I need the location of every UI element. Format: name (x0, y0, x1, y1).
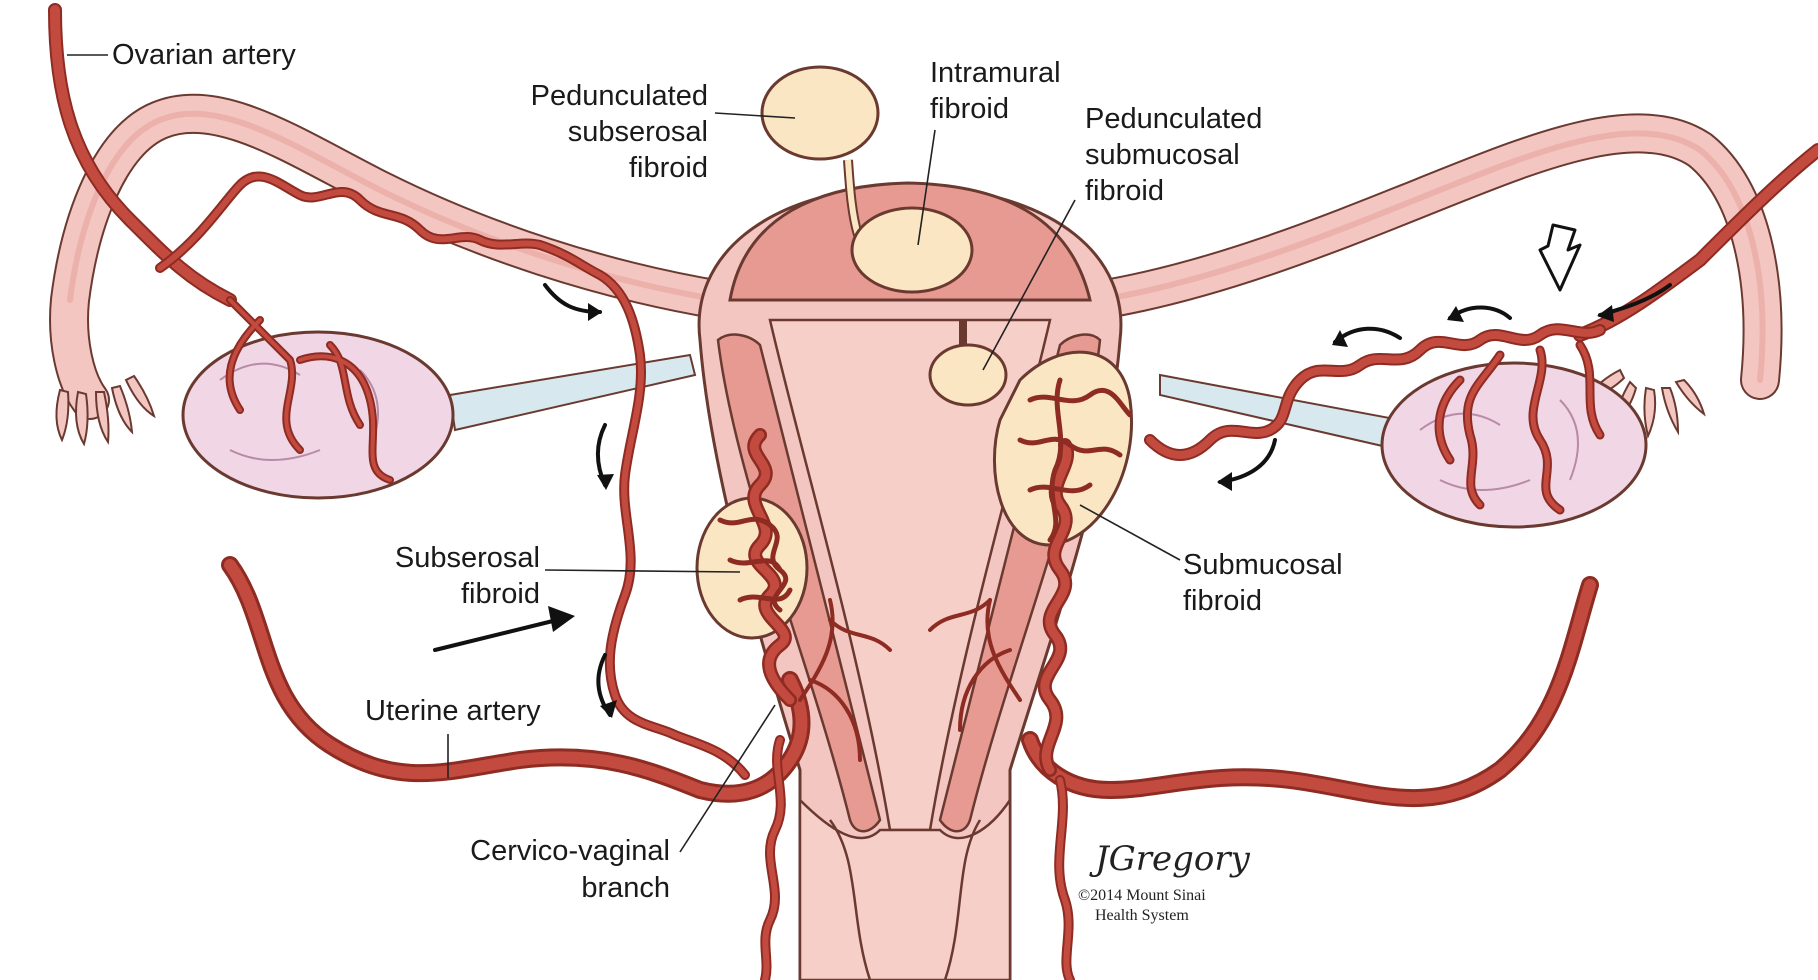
leader-lines (67, 54, 1181, 853)
right-fimbriae (1583, 368, 1706, 440)
label-pedunculated-submucosal-2: submucosal (1085, 139, 1240, 171)
label-submucosal-2: fibroid (1183, 585, 1262, 617)
left-ovary (181, 330, 455, 500)
intramural-fibroid (850, 206, 974, 294)
left-ovarian-ligament (448, 353, 697, 432)
copyright-line-1: ©2014 Mount Sinai (1078, 887, 1206, 904)
label-pedunculated-subserosal-3: fibroid (629, 152, 708, 184)
label-subserosal-1: Subserosal (395, 542, 540, 574)
flow-arrows (433, 223, 1672, 718)
label-intramural-1: Intramural (930, 57, 1061, 89)
right-ovary (1380, 361, 1648, 529)
labels: Ovarian artery Pedunculated subserosal f… (112, 39, 1343, 904)
label-intramural-2: fibroid (930, 93, 1009, 125)
arteries (48, 3, 1818, 980)
label-pedunculated-subserosal-2: subserosal (568, 116, 708, 148)
label-pedunculated-submucosal-3: fibroid (1085, 175, 1164, 207)
left-fimbriae (55, 374, 156, 447)
artist-signature: JGregory (1089, 839, 1251, 879)
right-fallopian-tube (1080, 113, 1783, 440)
label-pedunculated-subserosal-1: Pedunculated (531, 80, 708, 112)
label-cervico-vaginal-2: branch (581, 872, 670, 904)
label-cervico-vaginal-1: Cervico-vaginal (470, 835, 670, 867)
left-fallopian-tube (49, 93, 740, 447)
label-subserosal-2: fibroid (461, 578, 540, 610)
pedunculated-subserosal-fibroid (760, 65, 880, 237)
straight-arrow (433, 616, 567, 652)
copyright-line-2: Health System (1095, 907, 1189, 924)
label-uterine-artery: Uterine artery (365, 695, 541, 727)
flow-arrow-6 (1333, 326, 1402, 344)
hollow-arrow (1538, 223, 1582, 292)
pedunculated-submucosal-fibroid (928, 320, 1008, 407)
artist-credit: JGregory ©2014 Mount Sinai Health System (1078, 839, 1251, 924)
label-submucosal-1: Submucosal (1183, 549, 1343, 581)
label-pedunculated-submucosal-1: Pedunculated (1085, 103, 1262, 135)
label-ovarian-artery: Ovarian artery (112, 39, 296, 71)
